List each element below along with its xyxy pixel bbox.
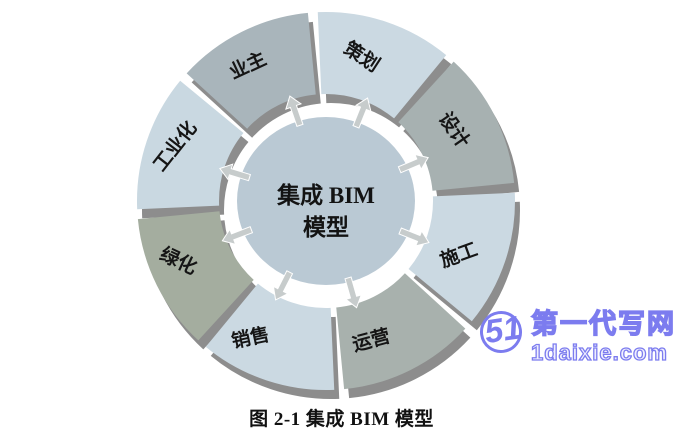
outward-arrow-icon xyxy=(398,227,430,247)
ring-segment-5 xyxy=(205,283,335,390)
outward-arrow-icon xyxy=(221,226,254,246)
ring-segment-6 xyxy=(137,211,254,341)
watermark-text-block: 第一代写网 1daixie.com xyxy=(530,309,676,365)
outward-arrow-icon xyxy=(352,97,372,129)
center-circle xyxy=(237,117,415,285)
watermark-logo-icon: 51 xyxy=(477,308,525,356)
ring-segment-8 xyxy=(186,12,316,129)
outward-arrow-icon xyxy=(344,276,363,309)
outward-arrow-icon xyxy=(272,270,294,301)
watermark: 51 第一代写网 1daixie.com xyxy=(477,308,676,365)
watermark-site-url: 1daixie.com xyxy=(530,340,668,365)
figure-caption: 图 2-1 集成 BIM 模型 xyxy=(249,409,434,430)
center-label-line1: 集成 BIM xyxy=(276,182,375,208)
ring-segments xyxy=(137,11,515,390)
outward-arrow-icon xyxy=(285,95,304,128)
ring-segment-3 xyxy=(408,192,515,322)
ring-segment-7 xyxy=(137,80,244,210)
outward-arrow-icon xyxy=(397,153,429,174)
watermark-site-name: 第一代写网 xyxy=(530,309,676,339)
ring-segment-1 xyxy=(317,11,447,119)
ring-arrows xyxy=(219,95,430,309)
center-label-line2: 模型 xyxy=(303,215,349,240)
ring-segment-4 xyxy=(336,273,466,390)
watermark-logo-text: 51 xyxy=(482,308,524,351)
outward-arrow-icon xyxy=(219,163,252,182)
